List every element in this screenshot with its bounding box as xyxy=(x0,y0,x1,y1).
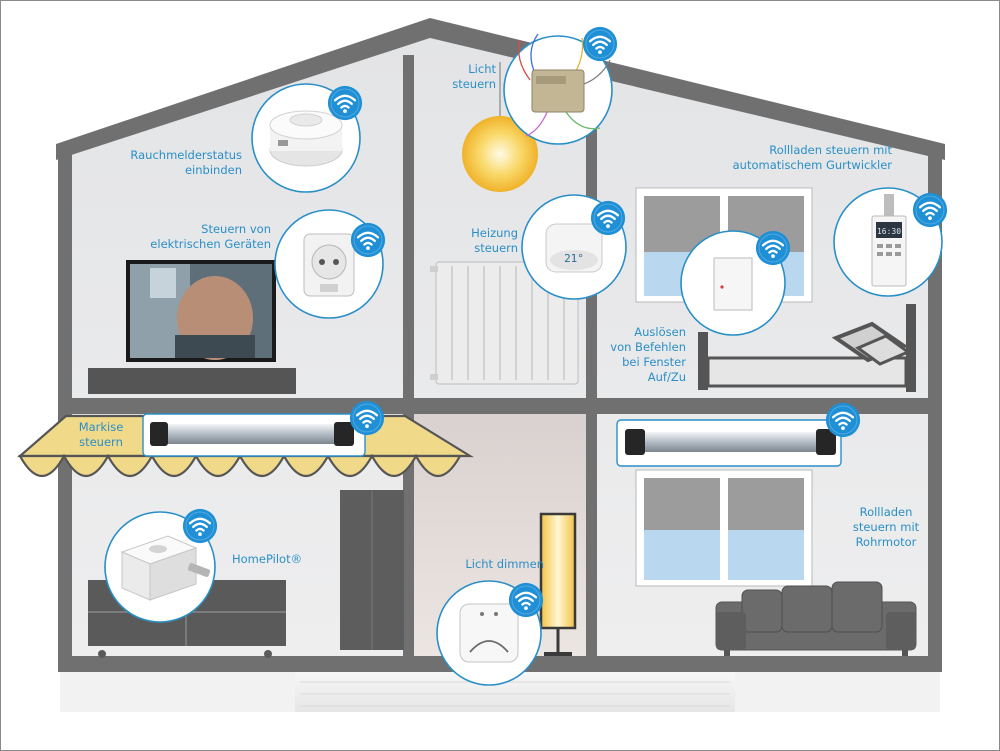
sofa xyxy=(715,581,917,656)
living-window xyxy=(635,469,813,587)
label-homepilot: HomePilot® xyxy=(232,552,312,567)
roof xyxy=(56,18,945,160)
shutter-tube-motor[interactable] xyxy=(616,419,842,467)
label-smoke-detector: Rauchmelderstatus einbinden xyxy=(112,148,242,178)
ceiling-lamp xyxy=(462,116,538,192)
wifi-icon xyxy=(912,192,948,228)
label-line: steuern xyxy=(452,77,496,91)
middle-floor xyxy=(58,398,942,414)
label-line: Markise xyxy=(78,420,124,434)
wifi-icon xyxy=(182,508,218,544)
thermostat-display: 21° xyxy=(564,252,584,265)
label-line: Licht dimmen xyxy=(465,557,544,571)
radiator xyxy=(430,261,579,385)
label-line: Licht xyxy=(468,62,496,76)
label-line: von Befehlen xyxy=(610,340,686,354)
label-line: Rollladen steuern mit xyxy=(769,143,892,157)
label-line: Rauchmelderstatus xyxy=(130,148,242,162)
label-line: Rohrmotor xyxy=(855,535,917,549)
label-line: bei Fenster xyxy=(622,355,686,369)
label-light-control: Licht steuern xyxy=(430,62,496,92)
label-line: einbinden xyxy=(184,163,242,177)
wifi-icon xyxy=(350,222,386,258)
belt-winder-display: 16:30 xyxy=(877,227,901,236)
tv xyxy=(126,260,276,362)
homepilot-device[interactable] xyxy=(104,511,216,623)
awning-tube-motor[interactable] xyxy=(142,413,366,457)
wifi-icon xyxy=(327,85,363,121)
wifi-icon xyxy=(508,582,544,618)
label-line: steuern mit xyxy=(852,520,920,534)
label-dimmer: Licht dimmen xyxy=(452,557,544,572)
wifi-icon xyxy=(582,26,618,62)
label-line: Heizung xyxy=(471,226,518,240)
label-belt-winder: Rollladen steuern mit automatischem Gurt… xyxy=(700,143,892,173)
label-electric-devices: Steuern von elektrischen Geräten xyxy=(128,222,271,252)
label-awning: Markise steuern xyxy=(66,420,136,450)
switch-actuator[interactable] xyxy=(503,33,613,145)
label-tube-motor: Rollladen steuern mit Rohrmotor xyxy=(846,505,926,550)
label-line: Auf/Zu xyxy=(647,370,686,384)
label-heating: Heizung steuern xyxy=(440,226,518,256)
label-line: steuern xyxy=(474,241,518,255)
wifi-icon xyxy=(349,400,385,436)
label-line: Rollladen xyxy=(859,505,913,519)
wifi-icon xyxy=(825,402,861,438)
label-line: HomePilot® xyxy=(232,552,303,566)
bed xyxy=(698,304,916,392)
wifi-icon xyxy=(590,200,626,236)
wifi-icon xyxy=(755,230,791,266)
label-line: steuern xyxy=(79,435,123,449)
floor-lamp xyxy=(539,512,577,630)
tv-sideboard xyxy=(88,368,296,394)
label-line: automatischem Gurtwickler xyxy=(732,158,892,172)
label-line: Steuern von xyxy=(201,222,271,236)
label-window-trigger: Auslösen von Befehlen bei Fenster Auf/Zu xyxy=(604,325,686,385)
label-line: elektrischen Geräten xyxy=(150,237,271,251)
label-line: Auslösen xyxy=(634,325,686,339)
